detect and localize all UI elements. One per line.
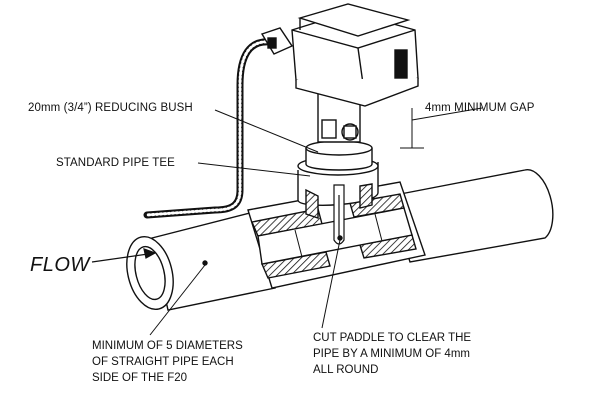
leader-min-gap — [411, 107, 483, 121]
reducing-bush — [305, 140, 373, 171]
note-line: ALL ROUND — [313, 364, 379, 376]
leader-reducing-bush — [214, 109, 319, 153]
note-cut-paddle: CUT PADDLE TO CLEAR THE PIPE BY A MINIMU… — [313, 330, 471, 378]
note-line: PIPE BY A MINIMUM OF 4mm — [313, 348, 470, 360]
switch-housing — [260, 3, 419, 107]
leader-lines — [149, 107, 483, 336]
leader-pipe-tee — [197, 162, 311, 177]
label-flow: FLOW — [30, 254, 90, 276]
switch-stem — [317, 91, 361, 143]
paddle — [333, 184, 345, 245]
note-line: OF STRAIGHT PIPE EACH — [92, 356, 234, 368]
leader-cut-paddle — [321, 239, 341, 329]
straight-pipe — [126, 169, 554, 311]
label-pipe-tee: STANDARD PIPE TEE — [56, 157, 175, 169]
leader-straight-pipe — [149, 264, 206, 336]
label-min-gap: 4mm MINIMUM GAP — [425, 102, 535, 114]
note-line: MINIMUM OF 5 DIAMETERS — [92, 340, 243, 352]
cable — [143, 38, 274, 219]
note-line: SIDE OF THE F20 — [92, 372, 188, 384]
note-straight-pipe: MINIMUM OF 5 DIAMETERS OF STRAIGHT PIPE … — [92, 338, 243, 386]
label-reducing-bush: 20mm (3/4”) REDUCING BUSH — [28, 102, 193, 114]
flow-arrow — [91, 248, 157, 263]
note-line: CUT PADDLE TO CLEAR THE — [313, 332, 472, 344]
